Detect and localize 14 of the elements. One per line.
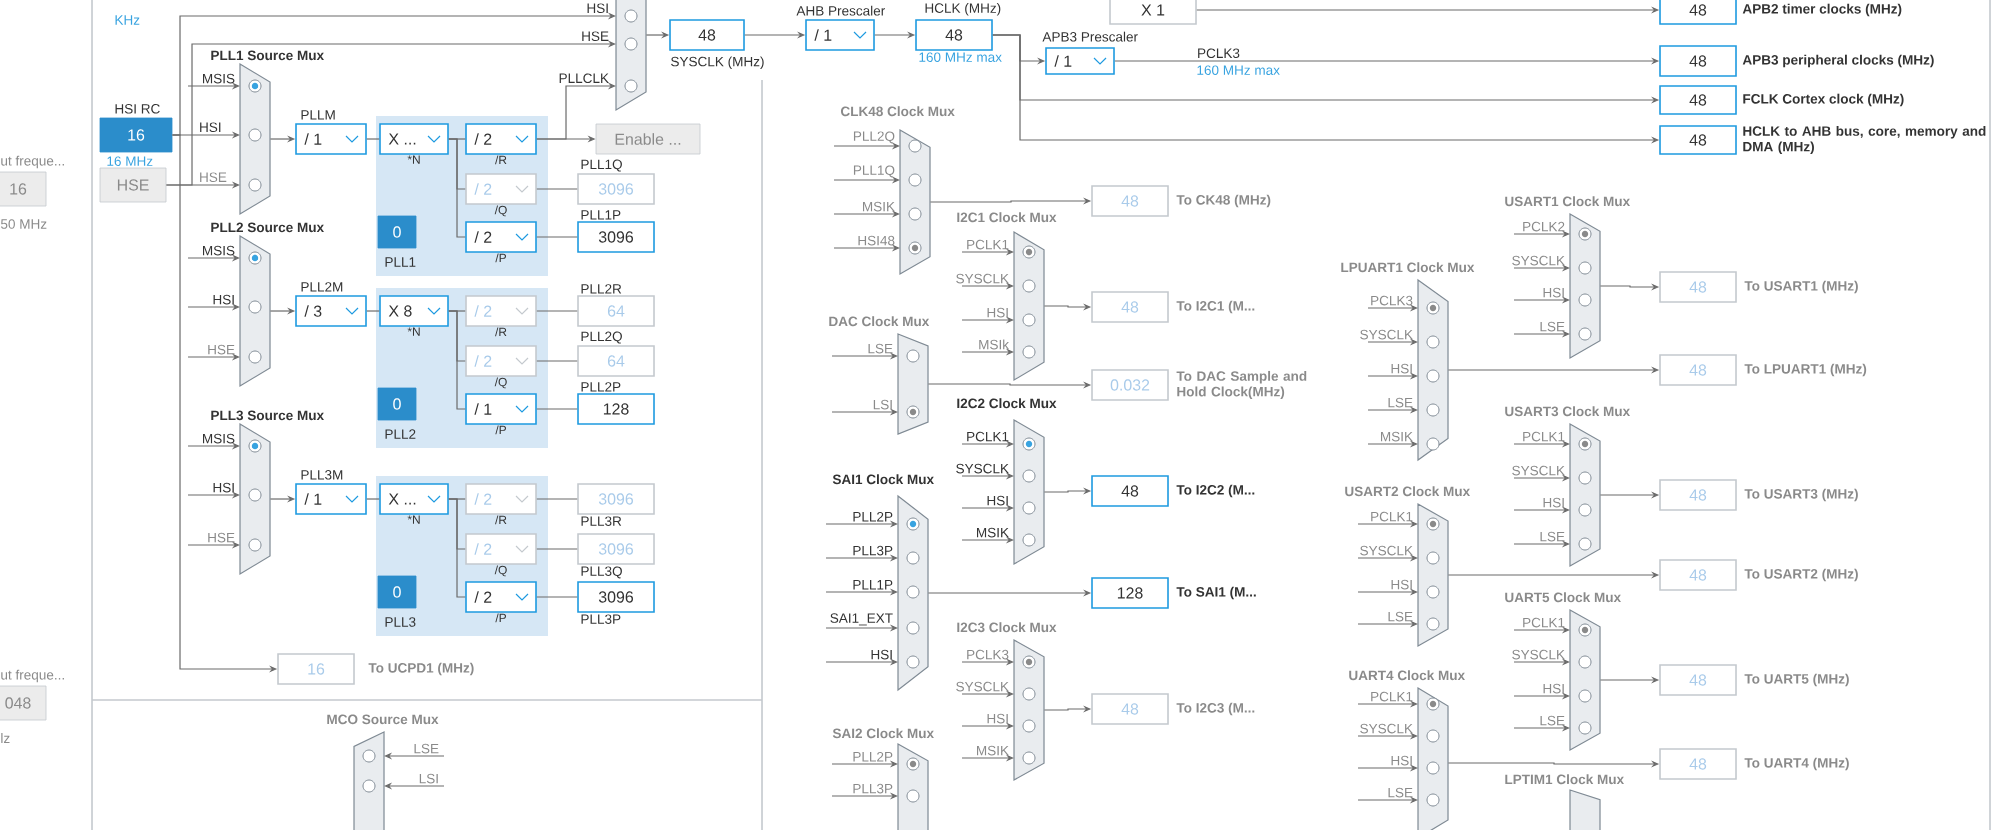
- connector-line: [536, 596, 578, 598]
- connector-line: [366, 138, 380, 140]
- connector-line: [536, 236, 578, 238]
- connector-line: [536, 360, 578, 362]
- connector-line: [536, 548, 578, 550]
- connector-line: [536, 408, 578, 410]
- connector-line: [536, 310, 578, 312]
- connector-line: [448, 310, 466, 410]
- connector-line: [536, 498, 578, 500]
- connector-line: [366, 310, 380, 312]
- connector-line: [448, 498, 466, 598]
- connector-line: [536, 188, 578, 190]
- connector-line: [366, 498, 380, 500]
- connector-line: [448, 138, 466, 238]
